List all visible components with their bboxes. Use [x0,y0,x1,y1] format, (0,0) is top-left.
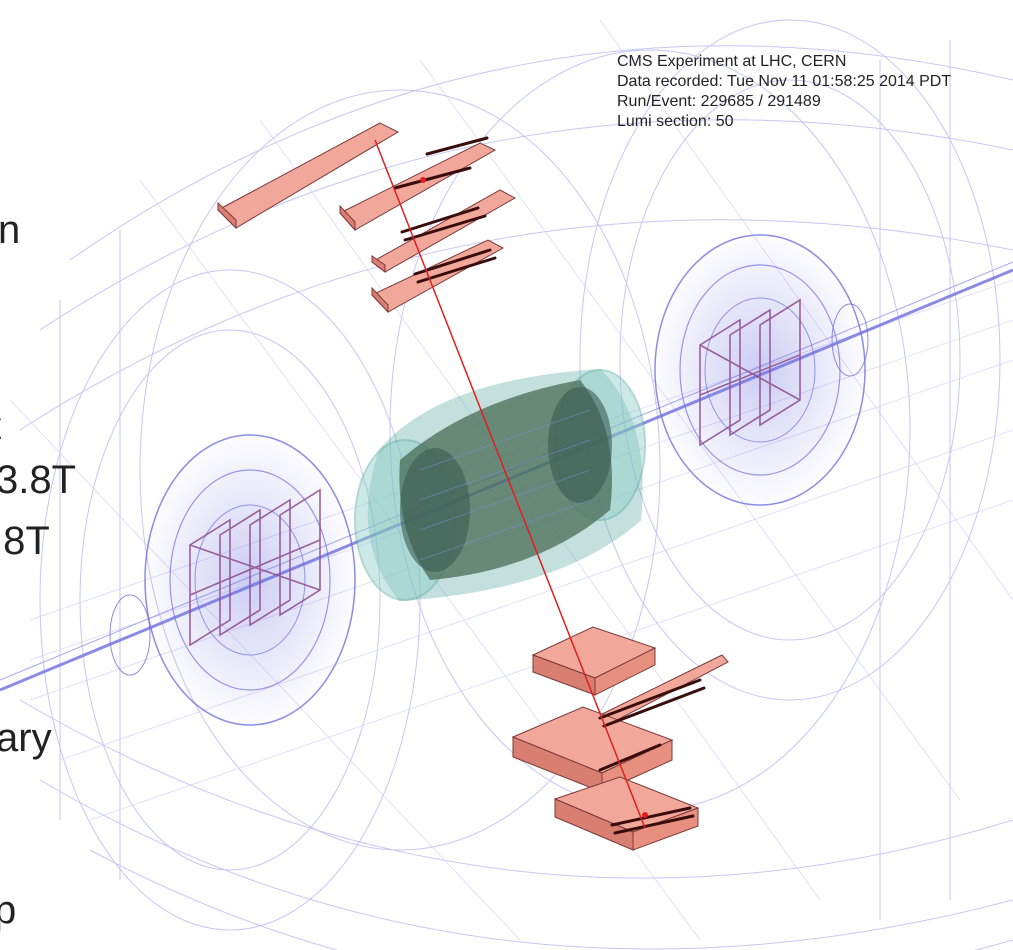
muon-hits-bottom [598,678,706,835]
slide-text-fragment: n [0,208,21,252]
experiment-label: CMS Experiment at LHC, CERN [617,53,847,70]
slide-text-fragment: p [0,888,17,932]
slide-text-fragment: .8T [0,519,50,563]
event-caption: CMS Experiment at LHC, CERN Data recorde… [617,52,951,132]
slide-text-fragment: ary [0,716,52,760]
muon-chambers-bottom [511,626,729,851]
left-endcap [109,430,360,730]
slide-text-fragment: 3.8T [0,458,77,502]
data-recorded-label: Data recorded: Tue Nov 11 01:58:25 2014 … [617,73,952,90]
run-event-label: Run/Event: 229685 / 291489 [617,93,821,110]
central-tracker [354,368,646,602]
muon-chambers-top [217,122,517,314]
muon-track [374,139,648,829]
muon-hits-top [393,136,497,284]
slide-text-fragment: t [0,406,1,446]
lumi-section-label: Lumi section: 50 [617,113,734,130]
outer-shell-wireframe [19,19,1013,950]
right-endcap [650,230,870,510]
